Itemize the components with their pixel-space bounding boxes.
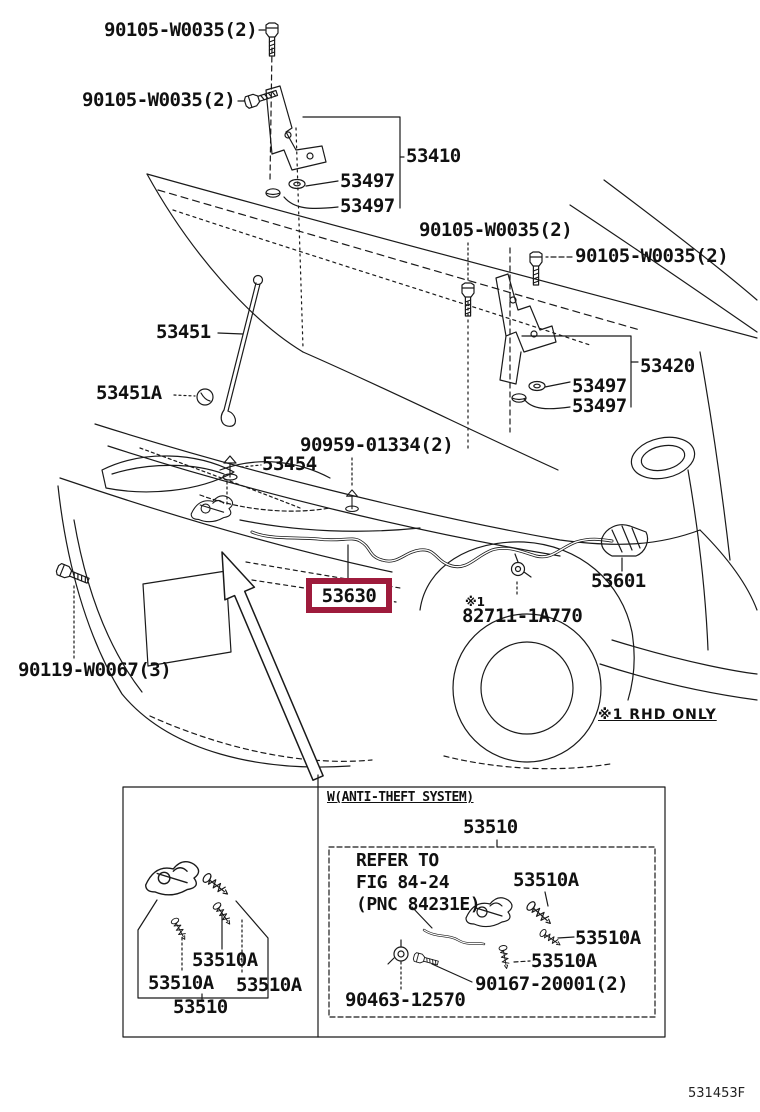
hood-hinge-rh (495, 273, 557, 385)
hinge-bolt-rh-side-label[interactable]: 90105-W0035(2) (575, 245, 729, 267)
open-hood-panel (146, 173, 758, 471)
detail-box-frame (122, 774, 666, 1038)
hinge-rh-label[interactable]: 53420 (640, 355, 695, 377)
washer-lh-2-label[interactable]: 53497 (340, 195, 395, 217)
washer-rh-1-label[interactable]: 53497 (572, 375, 627, 397)
ref-mark-1: ※1 (465, 595, 486, 609)
hood-lock-detail (137, 861, 269, 1000)
front-wheel (419, 541, 635, 770)
bumper-bolt-icon (54, 562, 91, 587)
grommet-lh-icon (265, 188, 281, 198)
washer-lh-icon (288, 178, 306, 190)
support-grommet-icon (196, 388, 214, 406)
washer-rh-2-label[interactable]: 53497 (572, 395, 627, 417)
figure-code: 531453F (688, 1086, 746, 1101)
anti-theft-lock-detail (387, 891, 575, 990)
side-mirror (630, 436, 696, 480)
hood-lock-icon (190, 495, 234, 523)
bumper-bolt-label[interactable]: 90119-W0067(3) (18, 659, 172, 681)
hinge-bolt-side-icon (242, 86, 280, 110)
car-body-outline (94, 351, 758, 701)
bracket-53420 (521, 335, 639, 410)
anti-theft-header: W(ANTI-THEFT SYSTEM) (327, 790, 474, 805)
at-lock-screw-1-label[interactable]: 53510A (513, 869, 579, 891)
clip-icon (345, 489, 359, 513)
at-lock-screw-2-label[interactable]: 53510A (575, 927, 641, 949)
cable-clamp-label[interactable]: 82711-1A770 (462, 605, 583, 627)
at-clip-label[interactable]: 90463-12570 (345, 989, 466, 1011)
grommet-rh-icon (511, 393, 527, 403)
support-grommet-label[interactable]: 53451A (96, 382, 162, 404)
hood-clamp-label[interactable]: 53454 (262, 453, 317, 475)
at-screw-label[interactable]: 90167-20001(2) (475, 973, 629, 995)
hood-support-rod (220, 274, 264, 427)
hinge-bolt-top-label[interactable]: 90105-W0035(2) (104, 19, 258, 41)
bracket-53410 (283, 116, 405, 209)
leader (173, 394, 196, 397)
cable-clamp-icon (510, 553, 532, 578)
hinge-bolt-rh-top-label[interactable]: 90105-W0035(2) (419, 219, 573, 241)
axis-line (269, 47, 273, 181)
washer-rh-icon (528, 380, 546, 392)
leader (217, 332, 244, 335)
release-lever-label[interactable]: 53601 (591, 570, 646, 592)
hood-hinge-lh (265, 85, 327, 171)
hinge-bolt-rh-top-icon (461, 282, 475, 317)
lock-screw-3-label[interactable]: 53510A (236, 974, 302, 996)
hinge-bolt-side-label[interactable]: 90105-W0035(2) (82, 89, 236, 111)
at-hood-lock-label[interactable]: 53510 (463, 816, 518, 838)
release-lever-icon (600, 524, 649, 557)
highlighted-part-box[interactable]: 53630 (306, 578, 392, 613)
refer-line-1: REFER TO (356, 850, 439, 871)
lock-screw-1-label[interactable]: 53510A (192, 949, 258, 971)
at-lock-screw-3-label[interactable]: 53510A (531, 950, 597, 972)
refer-line-3: (PNC 84231E) (356, 894, 481, 915)
axis-line (295, 127, 304, 349)
hinge-lh-label[interactable]: 53410 (406, 145, 461, 167)
windshield-lines (569, 179, 758, 333)
clip-label[interactable]: 90959-01334(2) (300, 434, 454, 456)
hood-lock-label[interactable]: 53510 (173, 996, 228, 1018)
key-cylinder-clip-icon (387, 939, 409, 965)
rhd-only-note: ※1 RHD ONLY (598, 707, 717, 723)
washer-lh-1-label[interactable]: 53497 (340, 170, 395, 192)
release-cable (250, 530, 614, 569)
refer-line-2: FIG 84-24 (356, 872, 450, 893)
anti-theft-dashed-box (328, 846, 656, 1018)
hood-support-rod-label[interactable]: 53451 (156, 321, 211, 343)
lock-screw-2-label[interactable]: 53510A (148, 972, 214, 994)
highlighted-part-number: 53630 (321, 584, 377, 607)
leader (240, 464, 262, 468)
